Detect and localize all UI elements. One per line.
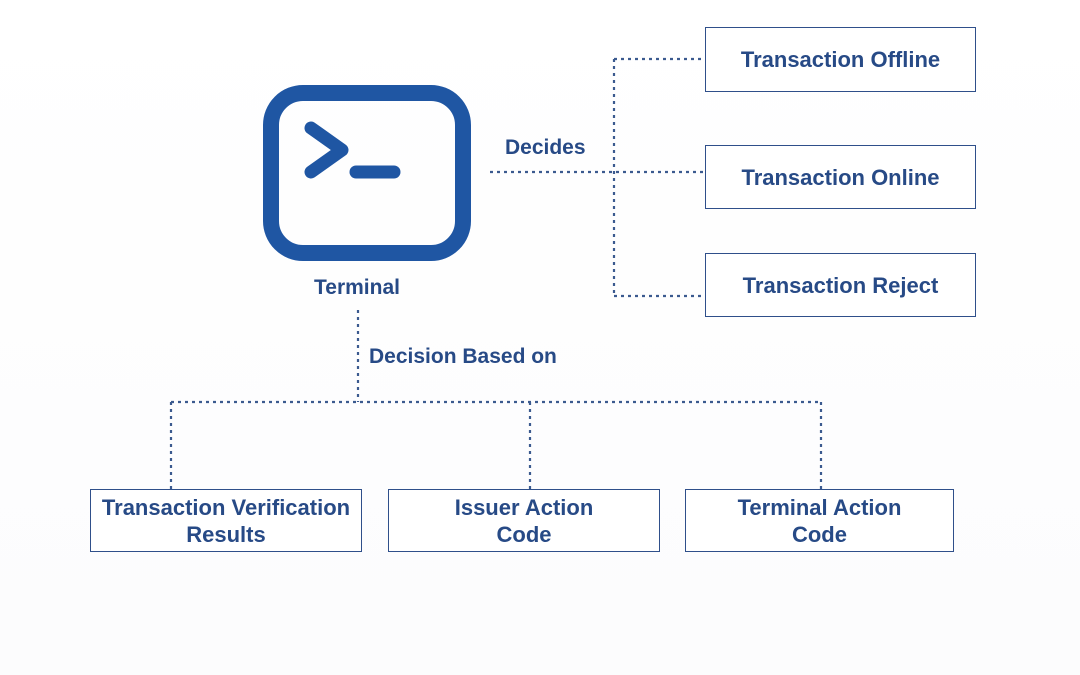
outcome-label: Transaction Offline (740, 47, 941, 72)
input-box-iac: Issuer Action Code (388, 489, 660, 552)
terminal-prompt-icon (263, 85, 471, 261)
input-label: Terminal Action Code (737, 494, 902, 547)
outcome-box-offline: Transaction Offline (705, 27, 976, 92)
decides-label: Decides (505, 136, 586, 159)
outcome-box-reject: Transaction Reject (705, 253, 976, 317)
outcome-label: Transaction Reject (742, 272, 939, 298)
input-label: Transaction Verification Results (101, 494, 351, 547)
input-box-tac: Terminal Action Code (685, 489, 954, 552)
input-label: Issuer Action Code (454, 494, 594, 547)
outcome-label: Transaction Online (741, 164, 940, 190)
outcome-box-online: Transaction Online (705, 145, 976, 209)
terminal-label: Terminal (314, 276, 400, 299)
input-box-tvr: Transaction Verification Results (90, 489, 362, 552)
decision-based-on-label: Decision Based on (369, 345, 557, 368)
